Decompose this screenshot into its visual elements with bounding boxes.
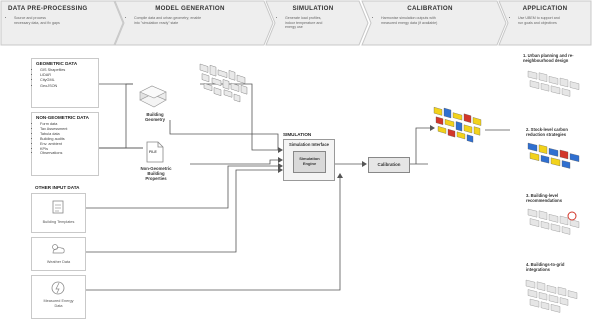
phase-desc: Harmonise simulation outputs withmeasure… — [375, 16, 495, 25]
list-item: CityGML — [40, 78, 98, 83]
simulation-interface-label: Simulation Interface — [288, 142, 330, 147]
energy-meter-icon — [51, 281, 65, 295]
non-geometric-title: NON-GEOMETRIC DATA — [36, 115, 89, 120]
list-item: Observations — [40, 151, 98, 156]
phase-title: CALIBRATION — [407, 5, 453, 12]
simulation-result-map — [433, 106, 482, 143]
application-map-1 — [527, 70, 580, 97]
phase-title: DATA PRE-PROCESSING — [8, 5, 88, 12]
list-item: LiDAR — [40, 73, 98, 78]
geometric-data-box: GEOMETRIC DATA GIS Shapefiles LiDAR City… — [31, 58, 99, 108]
cloud-sun-icon — [52, 244, 65, 254]
list-item: KPIs — [40, 147, 98, 152]
other-input-title: OTHER INPUT DATA — [35, 185, 80, 190]
building-templates-box: Building Templates — [31, 193, 86, 233]
calibration-label: Calibration — [377, 162, 401, 167]
calibration-box: Calibration — [368, 157, 410, 173]
file-tag: FILE — [149, 150, 157, 154]
list-item: Tabula data — [40, 132, 98, 137]
application-map-2 — [527, 142, 580, 169]
geometric-list: GIS Shapefiles LiDAR CityGML GeoJSON — [32, 68, 98, 89]
weather-data-label: Weather Data — [46, 260, 71, 264]
file-icon — [146, 141, 164, 163]
application-map-3 — [527, 208, 580, 235]
building-geometry-icon — [139, 85, 167, 108]
phase-data-preprocessing: DATA PRE-PROCESSING Source and processne… — [0, 0, 124, 46]
phase-model-generation: MODEL GENERATION Compile data and urban … — [114, 0, 274, 46]
list-item: Form data — [40, 122, 98, 127]
phase-title: SIMULATION — [292, 5, 334, 12]
city-mesh-image — [199, 63, 248, 103]
simulation-title: SIMULATION — [283, 132, 312, 137]
phase-desc: Generate load profiles,indoor temperatur… — [279, 16, 359, 30]
list-item: Building audits — [40, 137, 98, 142]
list-item: GeoJSON — [40, 84, 98, 89]
building-templates-label: Building Templates — [42, 220, 75, 224]
non-geometric-list: Form data Tax Assessment Tabula data Bui… — [32, 122, 98, 156]
phase-desc: Compile data and urban geometry; enablei… — [128, 16, 258, 25]
phase-simulation: SIMULATION Generate load profiles,indoor… — [265, 0, 369, 46]
weather-data-box: Weather Data — [31, 237, 86, 271]
geometric-title: GEOMETRIC DATA — [36, 61, 78, 66]
list-item: GIS Shapefiles — [40, 68, 98, 73]
non-geometric-data-box: NON-GEOMETRIC DATA Form data Tax Assessm… — [31, 112, 99, 176]
phase-calibration: CALIBRATION Harmonise simulation outputs… — [361, 0, 507, 46]
application-urban-planning: 1. Urban planning and re-neighbourhood d… — [523, 53, 574, 64]
application-map-4 — [525, 279, 578, 313]
document-icon — [52, 200, 64, 214]
phase-title: MODEL GENERATION — [155, 5, 225, 12]
phase-title: APPLICATION — [522, 5, 568, 12]
list-item: Env. ambient — [40, 142, 98, 147]
list-item: Tax Assessment — [40, 127, 98, 132]
